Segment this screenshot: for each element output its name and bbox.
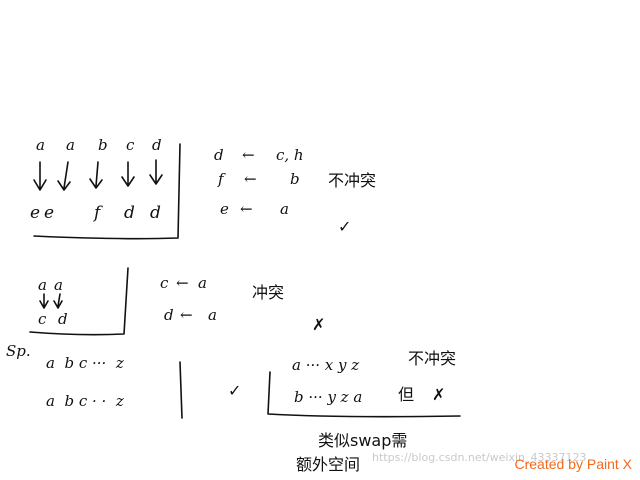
- block2-bracket: [29, 267, 129, 336]
- block2-top-0: a: [38, 276, 47, 294]
- block3-right-bottom-mark: ✗: [432, 385, 445, 404]
- block1-map2-left: e: [220, 200, 229, 218]
- block1-verdict-text: 不冲突: [328, 171, 376, 190]
- block1-map1-arrow: ←: [244, 170, 257, 188]
- block1-mappings: d ← c, h f ← b e ← a: [214, 146, 304, 218]
- block2-map0-right: a: [198, 274, 207, 292]
- block3-note-line2: 额外空间: [296, 455, 360, 474]
- block1-map1-left: f: [217, 170, 226, 188]
- block1-down-arrows: [33, 159, 163, 191]
- block1-bracket: [33, 143, 181, 240]
- block2-bottom-1: d: [58, 310, 68, 328]
- block1-map2-arrow: ←: [240, 200, 253, 218]
- block1-map1-right: b: [290, 170, 300, 188]
- block3-right-bottom: b ··· y z a: [294, 388, 362, 406]
- watermark: https://blog.csdn.net/weixin_43337123: [372, 451, 587, 464]
- block3-left-bar: [179, 361, 183, 419]
- block1-letters-bottom: e e f d d: [30, 203, 161, 223]
- block1-bottom-3: d: [124, 203, 135, 223]
- block1-top-2: b: [98, 136, 108, 154]
- block3-sp-label: Sp.: [6, 342, 31, 360]
- block3-right-top: a ··· x y z: [292, 356, 359, 374]
- block2-mappings: c ← a d ← a: [160, 274, 217, 324]
- block1-top-4: d: [152, 136, 162, 154]
- block1-bottom-4: d: [150, 203, 161, 223]
- block1-top-1: a: [66, 136, 75, 154]
- block2-map1-arrow: ←: [180, 306, 193, 324]
- block2-map1-left: d: [164, 306, 174, 324]
- block2-map0-arrow: ←: [176, 274, 189, 292]
- block2-letters: a a c d: [38, 276, 68, 328]
- block1-map2-right: a: [280, 200, 289, 218]
- block2-bottom-0: c: [38, 310, 47, 328]
- block1-map0-right: c, h: [276, 146, 304, 164]
- block2-map0-left: c: [160, 274, 169, 292]
- block1-bottom-0: e: [30, 203, 40, 223]
- block1-check-mark: ✓: [338, 217, 351, 236]
- block2-cross-mark: ✗: [312, 315, 325, 334]
- block3-note-line1: 类似swap需: [318, 431, 407, 450]
- block1-letters-top: a a b c d: [36, 136, 162, 154]
- block1-map0-left: d: [214, 146, 224, 164]
- block1-map0-arrow: ←: [242, 146, 255, 164]
- brand-label: Created by Paint X: [514, 456, 632, 472]
- block3-right-bracket: [267, 371, 461, 418]
- block3-right-bottom-note: 但: [398, 385, 414, 404]
- block2-down-arrows: [39, 293, 63, 309]
- block1-bottom-1: e: [44, 203, 54, 223]
- block3-row-bottom: a b c · · z: [46, 392, 124, 410]
- block3-right-top-note: 不冲突: [408, 349, 456, 368]
- block2-verdict-text: 冲突: [252, 283, 284, 302]
- block3-check-mark: ✓: [228, 381, 241, 400]
- block1-bottom-2: f: [92, 203, 103, 223]
- block3-row-top: a b c ··· z: [46, 354, 124, 372]
- block2-map1-right: a: [208, 306, 217, 324]
- block1-top-0: a: [36, 136, 45, 154]
- block2-top-1: a: [54, 276, 63, 294]
- block1-top-3: c: [126, 136, 135, 154]
